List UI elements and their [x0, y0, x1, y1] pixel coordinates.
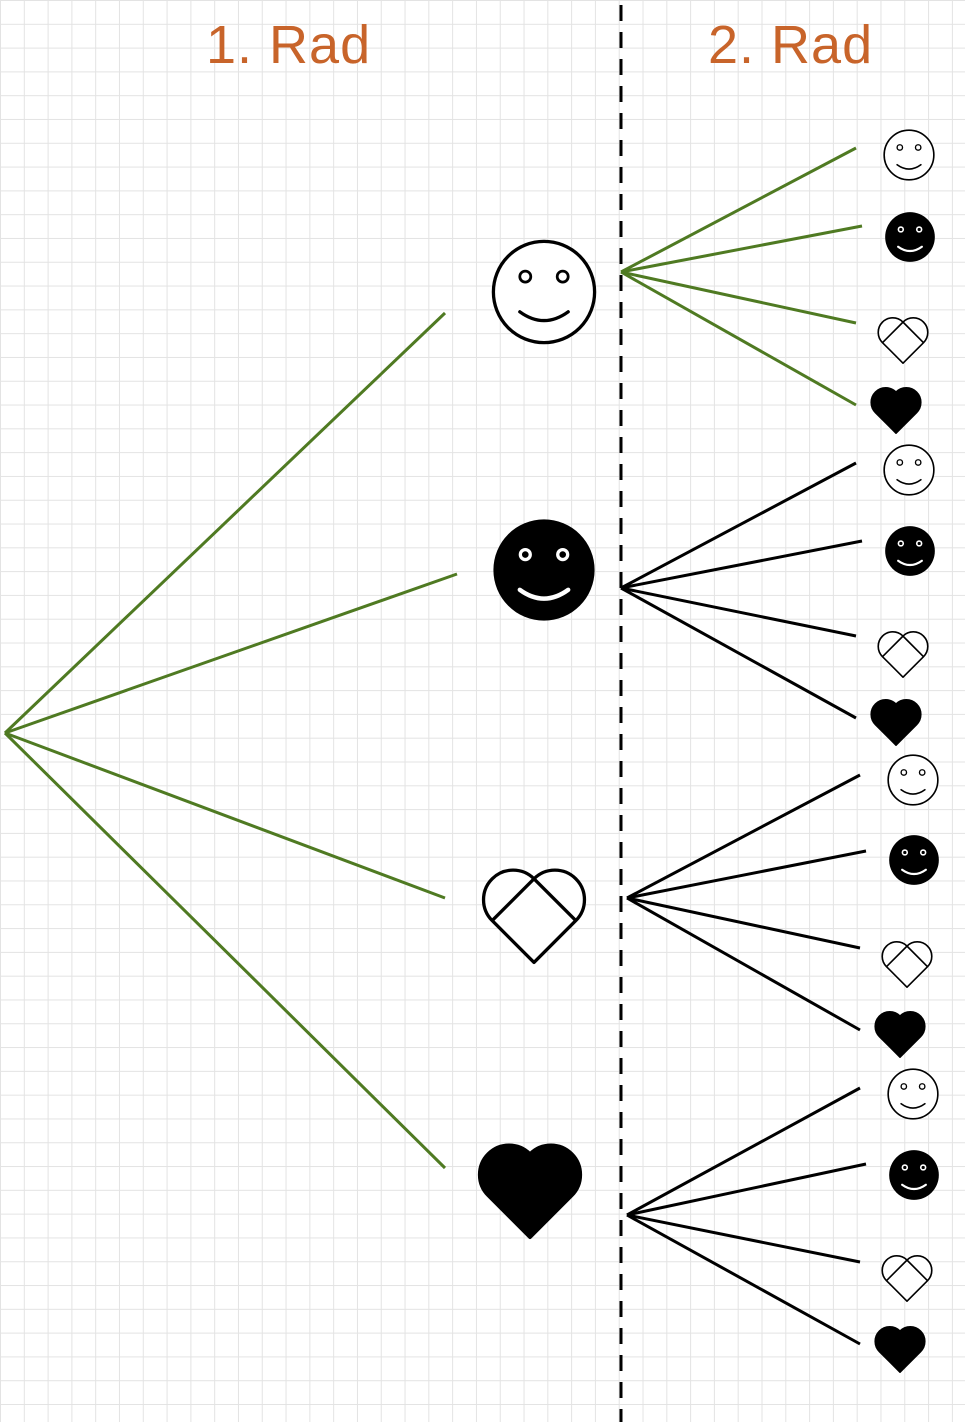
first-draw-branch-1	[3, 311, 447, 735]
second-draw-heart-outline-icon	[877, 631, 929, 678]
second-draw-heart-outline-icon	[877, 317, 929, 364]
first-draw-branch-4	[3, 731, 447, 1170]
second-draw-branch-3-2	[626, 849, 867, 900]
second-draw-heart-filled-icon	[874, 1011, 926, 1058]
second-draw-smiley-filled-icon	[888, 1149, 940, 1201]
second-draw-smiley-filled-icon	[888, 834, 940, 886]
second-draw-heart-outline-icon	[881, 941, 933, 988]
second-draw-smiley-filled-icon	[884, 525, 936, 577]
second-draw-branch-1-4	[620, 270, 857, 407]
second-draw-branch-1-2	[620, 224, 863, 274]
first-draw-smiley-outline-icon	[491, 239, 597, 345]
second-draw-smiley-outline-icon	[883, 129, 935, 181]
first-draw-smiley-filled-icon	[493, 519, 594, 620]
second-draw-heart-filled-icon	[874, 1326, 926, 1373]
second-draw-smiley-outline-icon	[883, 444, 935, 496]
first-draw-branch-2	[4, 572, 458, 735]
first-draw-heart-filled-icon	[477, 1143, 583, 1240]
second-draw-branch-3-1	[626, 773, 861, 900]
second-draw-branch-1-1	[620, 146, 857, 274]
second-draw-heart-filled-icon	[870, 387, 922, 434]
second-draw-branch-2-2	[620, 539, 863, 590]
second-draw-branch-3-4	[626, 896, 861, 1032]
first-draw-heading: 1. Rad	[206, 15, 372, 75]
second-draw-branch-4-3	[626, 1213, 861, 1264]
second-draw-smiley-outline-icon	[887, 1068, 939, 1120]
second-draw-heading: 2. Rad	[708, 15, 874, 75]
second-draw-heart-outline-icon	[881, 1255, 933, 1302]
second-draw-branch-2-4	[620, 586, 857, 720]
second-draw-branch-2-3	[620, 586, 857, 638]
second-draw-smiley-filled-icon	[884, 211, 936, 263]
first-draw-branch-3	[4, 731, 446, 900]
second-draw-smiley-outline-icon	[887, 754, 939, 806]
second-draw-branch-4-1	[626, 1086, 861, 1217]
second-draw-branch-2-1	[620, 461, 857, 590]
second-draw-branch-4-2	[626, 1162, 867, 1217]
second-draw-branch-1-3	[620, 270, 857, 325]
first-draw-heart-outline-icon	[481, 868, 587, 965]
second-draw-branch-4-4	[626, 1213, 861, 1346]
second-draw-branch-3-3	[626, 896, 861, 950]
second-draw-heart-filled-icon	[870, 699, 922, 746]
